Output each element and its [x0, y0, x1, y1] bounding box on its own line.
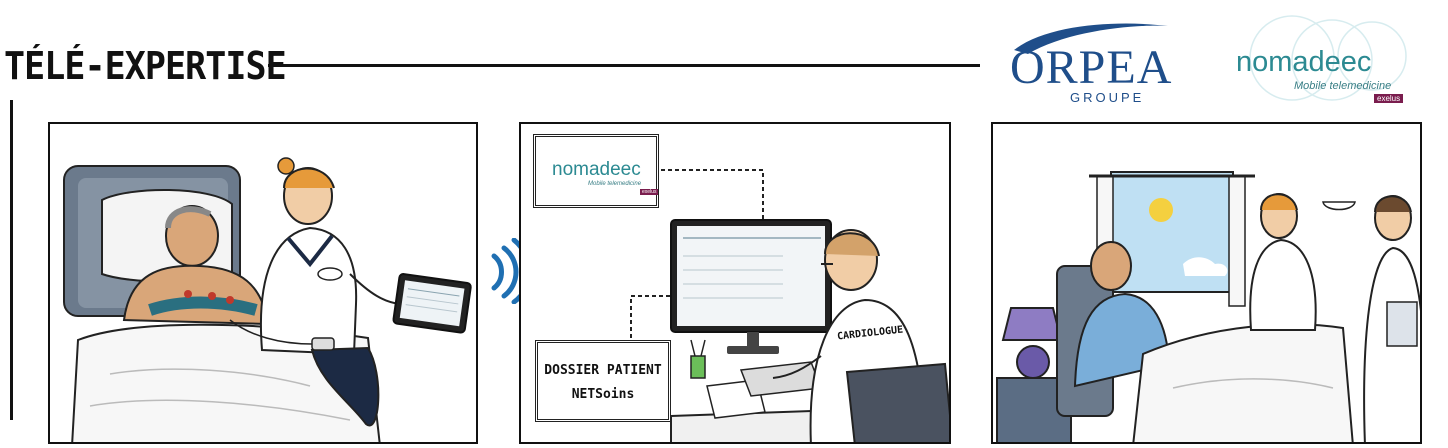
- orpea-wordmark: ORPEA: [1010, 41, 1173, 94]
- orpea-groupe: GROUPE: [1070, 90, 1145, 105]
- left-rule: [10, 100, 13, 420]
- nurse-exam-illustration: [63, 157, 472, 442]
- cardiologist-illustration: [630, 169, 949, 442]
- panel-cardiologist: nomadeec Mobile telemedicine exelus DOSS…: [519, 122, 951, 444]
- patient-record-line1: DOSSIER PATIENT: [544, 363, 662, 378]
- nomadeec-wordmark: nomadeec: [1236, 46, 1372, 78]
- screen-logo-badge: exelus: [640, 189, 659, 195]
- screen-nomadeec-logo: nomadeec Mobile telemedicine exelus: [533, 134, 659, 208]
- title-rule: [268, 64, 980, 67]
- page-title: TÉLÉ-EXPERTISE: [4, 44, 287, 88]
- nomadeec-logo: nomadeec Mobile telemedicine exelus: [1222, 8, 1422, 108]
- nomadeec-tagline: Mobile telemedicine: [1294, 80, 1392, 92]
- patient-record-line2: NETSoins: [571, 387, 635, 402]
- screen-logo-tagline: Mobile telemedicine: [588, 181, 642, 187]
- screen-logo-wordmark: nomadeec: [552, 159, 641, 180]
- orpea-logo: ORPEA GROUPE: [1008, 14, 1208, 110]
- nomadeec-rings: [1249, 15, 1407, 101]
- nomadeec-badge: exelus: [1374, 94, 1404, 103]
- bedside-visit-illustration: [996, 171, 1420, 442]
- orpea-swoosh: [1014, 23, 1168, 54]
- panel-nurse-exam: [48, 122, 478, 444]
- patient-record-box: DOSSIER PATIENT NETSoins: [535, 340, 671, 422]
- panel-bedside-visit: [991, 122, 1422, 444]
